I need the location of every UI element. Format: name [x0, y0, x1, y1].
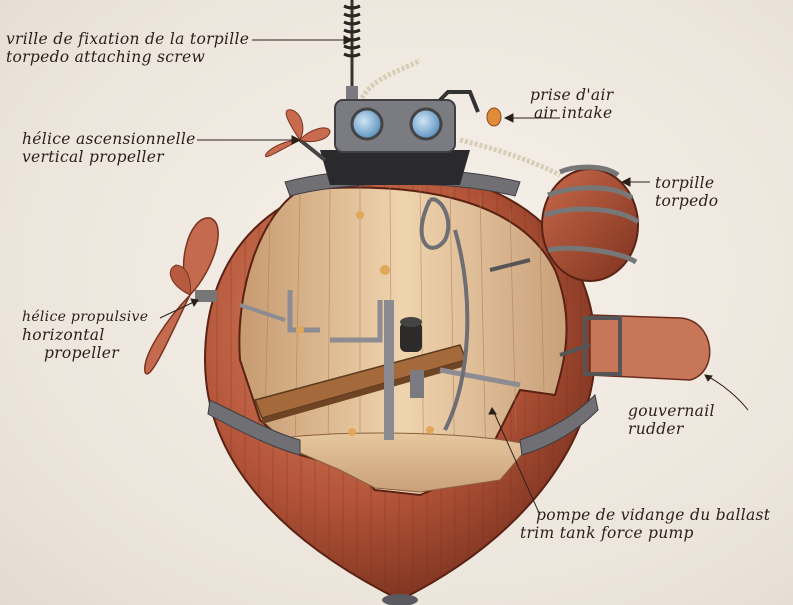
label-en: torpedo: [655, 192, 719, 210]
label-torpedo-attaching-screw: vrille de fixation de la torpille torped…: [6, 30, 249, 66]
label-vertical-propeller: hélice ascensionnelle vertical propeller: [22, 130, 196, 166]
label-trim-tank-pump: pompe de vidange du ballast trim tank fo…: [520, 506, 770, 542]
vertical-propeller: [264, 109, 331, 162]
label-en: horizontal: [22, 326, 105, 344]
label-rudder: gouvernail rudder: [628, 402, 715, 438]
leader-lines: [159, 35, 749, 516]
label-fr: torpille: [655, 174, 715, 192]
torpedo-barrel: [541, 164, 640, 282]
horizontal-propeller: [144, 217, 219, 375]
porthole-left: [350, 107, 384, 141]
rope-left: [359, 57, 422, 100]
label-torpedo: torpille torpedo: [655, 174, 718, 210]
label-en: air intake: [534, 104, 613, 122]
label-fr: vrille de fixation de la torpille: [6, 30, 250, 48]
label-fr: pompe de vidange du ballast: [536, 506, 771, 524]
rudder: [559, 314, 711, 381]
label-fr: prise d'air: [530, 86, 614, 104]
interior-cutaway: [238, 183, 568, 497]
label-horizontal-propeller: hélice propulsive horizontal propeller: [22, 308, 148, 362]
label-fr: gouvernail: [628, 402, 715, 420]
label-fr: hélice propulsive: [22, 309, 149, 325]
lower-band-right: [519, 393, 599, 456]
label-en: trim tank force pump: [520, 524, 694, 542]
label-en: propeller: [44, 344, 119, 362]
porthole-right: [409, 107, 443, 141]
attaching-screw: [343, 0, 361, 102]
keel: [382, 594, 418, 605]
rope-right: [459, 137, 562, 178]
label-en: vertical propeller: [22, 148, 164, 166]
label-air-intake: prise d'air air intake: [530, 86, 613, 122]
label-en: torpedo attaching screw: [6, 48, 206, 66]
label-en: rudder: [628, 420, 684, 438]
lower-band: [207, 399, 301, 456]
conning-tower: [320, 90, 502, 185]
label-fr: hélice ascensionnelle: [22, 130, 196, 148]
